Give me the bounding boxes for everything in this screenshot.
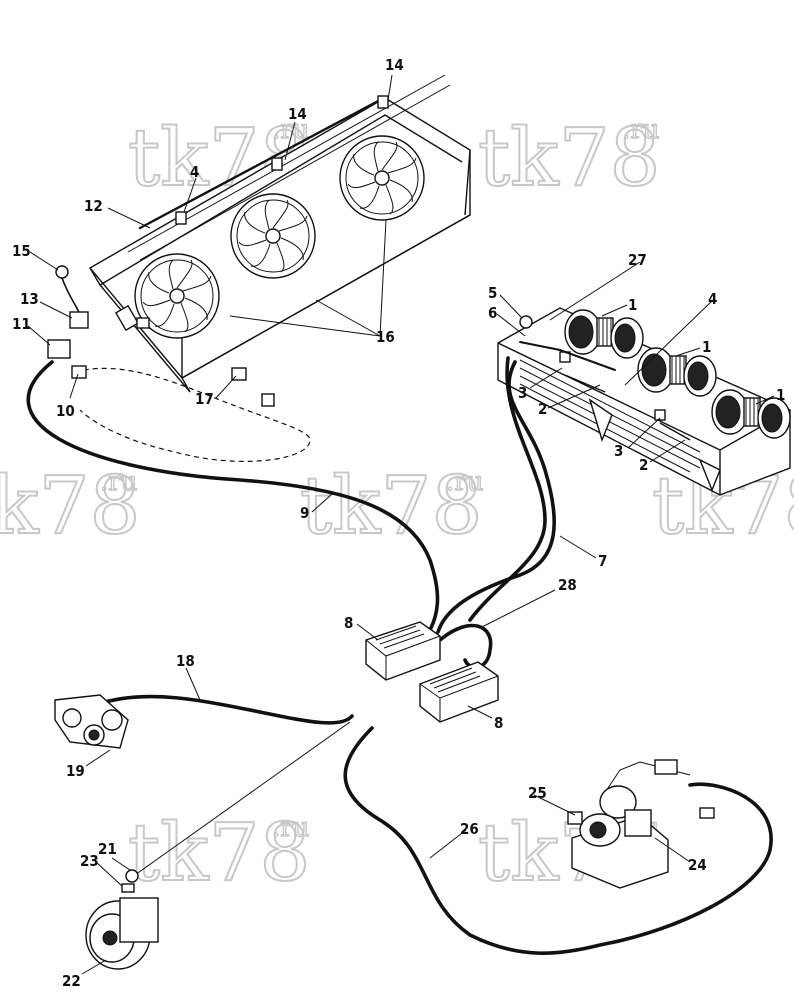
leader-lines — [27, 74, 775, 975]
callout-8-lower: 8 — [494, 714, 503, 732]
fan-middle — [230, 193, 316, 279]
callout-12: 12 — [84, 197, 103, 215]
cable-clip — [175, 211, 187, 225]
callout-9: 9 — [300, 504, 309, 522]
harness-cables — [26, 277, 773, 955]
callout-14: 14 — [288, 105, 307, 123]
harness-26 — [343, 726, 773, 955]
harness-7 — [436, 360, 556, 634]
cable-clip — [377, 95, 389, 109]
connector-17b — [261, 393, 275, 407]
callout-1-b: 1 — [702, 338, 711, 356]
callout-4-evaporator: 4 — [708, 290, 717, 308]
relay-box-lower — [419, 661, 499, 723]
callout-21: 21 — [98, 840, 117, 858]
callout-15: 15 — [12, 242, 31, 260]
fan-connector — [136, 317, 150, 329]
cable-clip — [271, 157, 283, 171]
harness-9 — [26, 360, 440, 632]
fan-right — [339, 135, 425, 221]
relay-box-upper — [365, 621, 441, 681]
watermark-text: tk78 — [0, 459, 140, 552]
watermark-suffix: .ru — [622, 115, 659, 145]
callout-22: 22 — [62, 972, 81, 990]
connector-13 — [69, 311, 89, 329]
callout-6: 6 — [488, 304, 497, 322]
callout-8-upper: 8 — [344, 614, 353, 632]
watermark-suffix: .ru — [446, 467, 483, 497]
callout-23: 23 — [80, 852, 99, 870]
callout-7: 7 — [598, 552, 607, 570]
connector-21 — [125, 869, 139, 883]
watermark-text: tk78 — [478, 111, 660, 204]
harness-18 — [103, 694, 354, 725]
harness-17-optional — [74, 367, 311, 462]
callout-4-condenser: 4 — [190, 163, 199, 181]
callout-2-b: 2 — [639, 456, 648, 474]
valve-assembly-24 — [567, 759, 715, 889]
callout-26: 26 — [460, 820, 479, 838]
callout-10: 10 — [56, 402, 75, 420]
valve-connector — [654, 759, 678, 775]
callout-2-a: 2 — [538, 400, 547, 418]
callout-17: 17 — [195, 390, 214, 408]
callout-28: 28 — [558, 576, 577, 594]
fan-connector — [114, 304, 140, 332]
harness-28 — [438, 623, 493, 670]
compressor-22 — [85, 869, 159, 970]
watermark-text: tk78 — [128, 806, 310, 899]
connector-23 — [121, 883, 135, 893]
harness-7-branch — [468, 356, 547, 622]
small-connectors — [47, 265, 275, 407]
evaporator-blower-assembly — [497, 307, 791, 496]
callout-13: 13 — [20, 290, 39, 308]
callout-14-top: 14 — [385, 56, 404, 74]
callout-labels: 14 14 4 12 15 13 11 10 17 16 27 5 6 1 4 … — [12, 56, 785, 990]
callout-3-b: 3 — [614, 442, 623, 460]
callout-1-a: 1 — [628, 296, 637, 314]
compressor-lead — [134, 721, 351, 876]
connector-25 — [567, 811, 583, 825]
watermark-suffix: .ru — [100, 467, 137, 497]
connector-10 — [71, 365, 87, 379]
valve-connector — [699, 807, 715, 819]
connector-11 — [47, 339, 71, 359]
relay — [654, 409, 666, 421]
watermark-suffix: .ru — [272, 813, 309, 843]
callout-18: 18 — [176, 652, 195, 670]
control-panel-19 — [54, 694, 129, 749]
grommet — [519, 315, 533, 329]
callout-11: 11 — [12, 315, 31, 333]
callout-19: 19 — [66, 762, 85, 780]
callout-27: 27 — [628, 251, 647, 269]
callout-24: 24 — [688, 856, 707, 874]
condenser-fan-assembly — [88, 74, 471, 393]
watermark-text: tk78 — [300, 459, 482, 552]
connector-15 — [55, 265, 69, 279]
callout-25: 25 — [528, 784, 547, 802]
callout-5: 5 — [488, 284, 497, 302]
callout-3-a: 3 — [518, 384, 527, 402]
callout-16: 16 — [376, 328, 395, 346]
callout-1-c: 1 — [776, 386, 785, 404]
